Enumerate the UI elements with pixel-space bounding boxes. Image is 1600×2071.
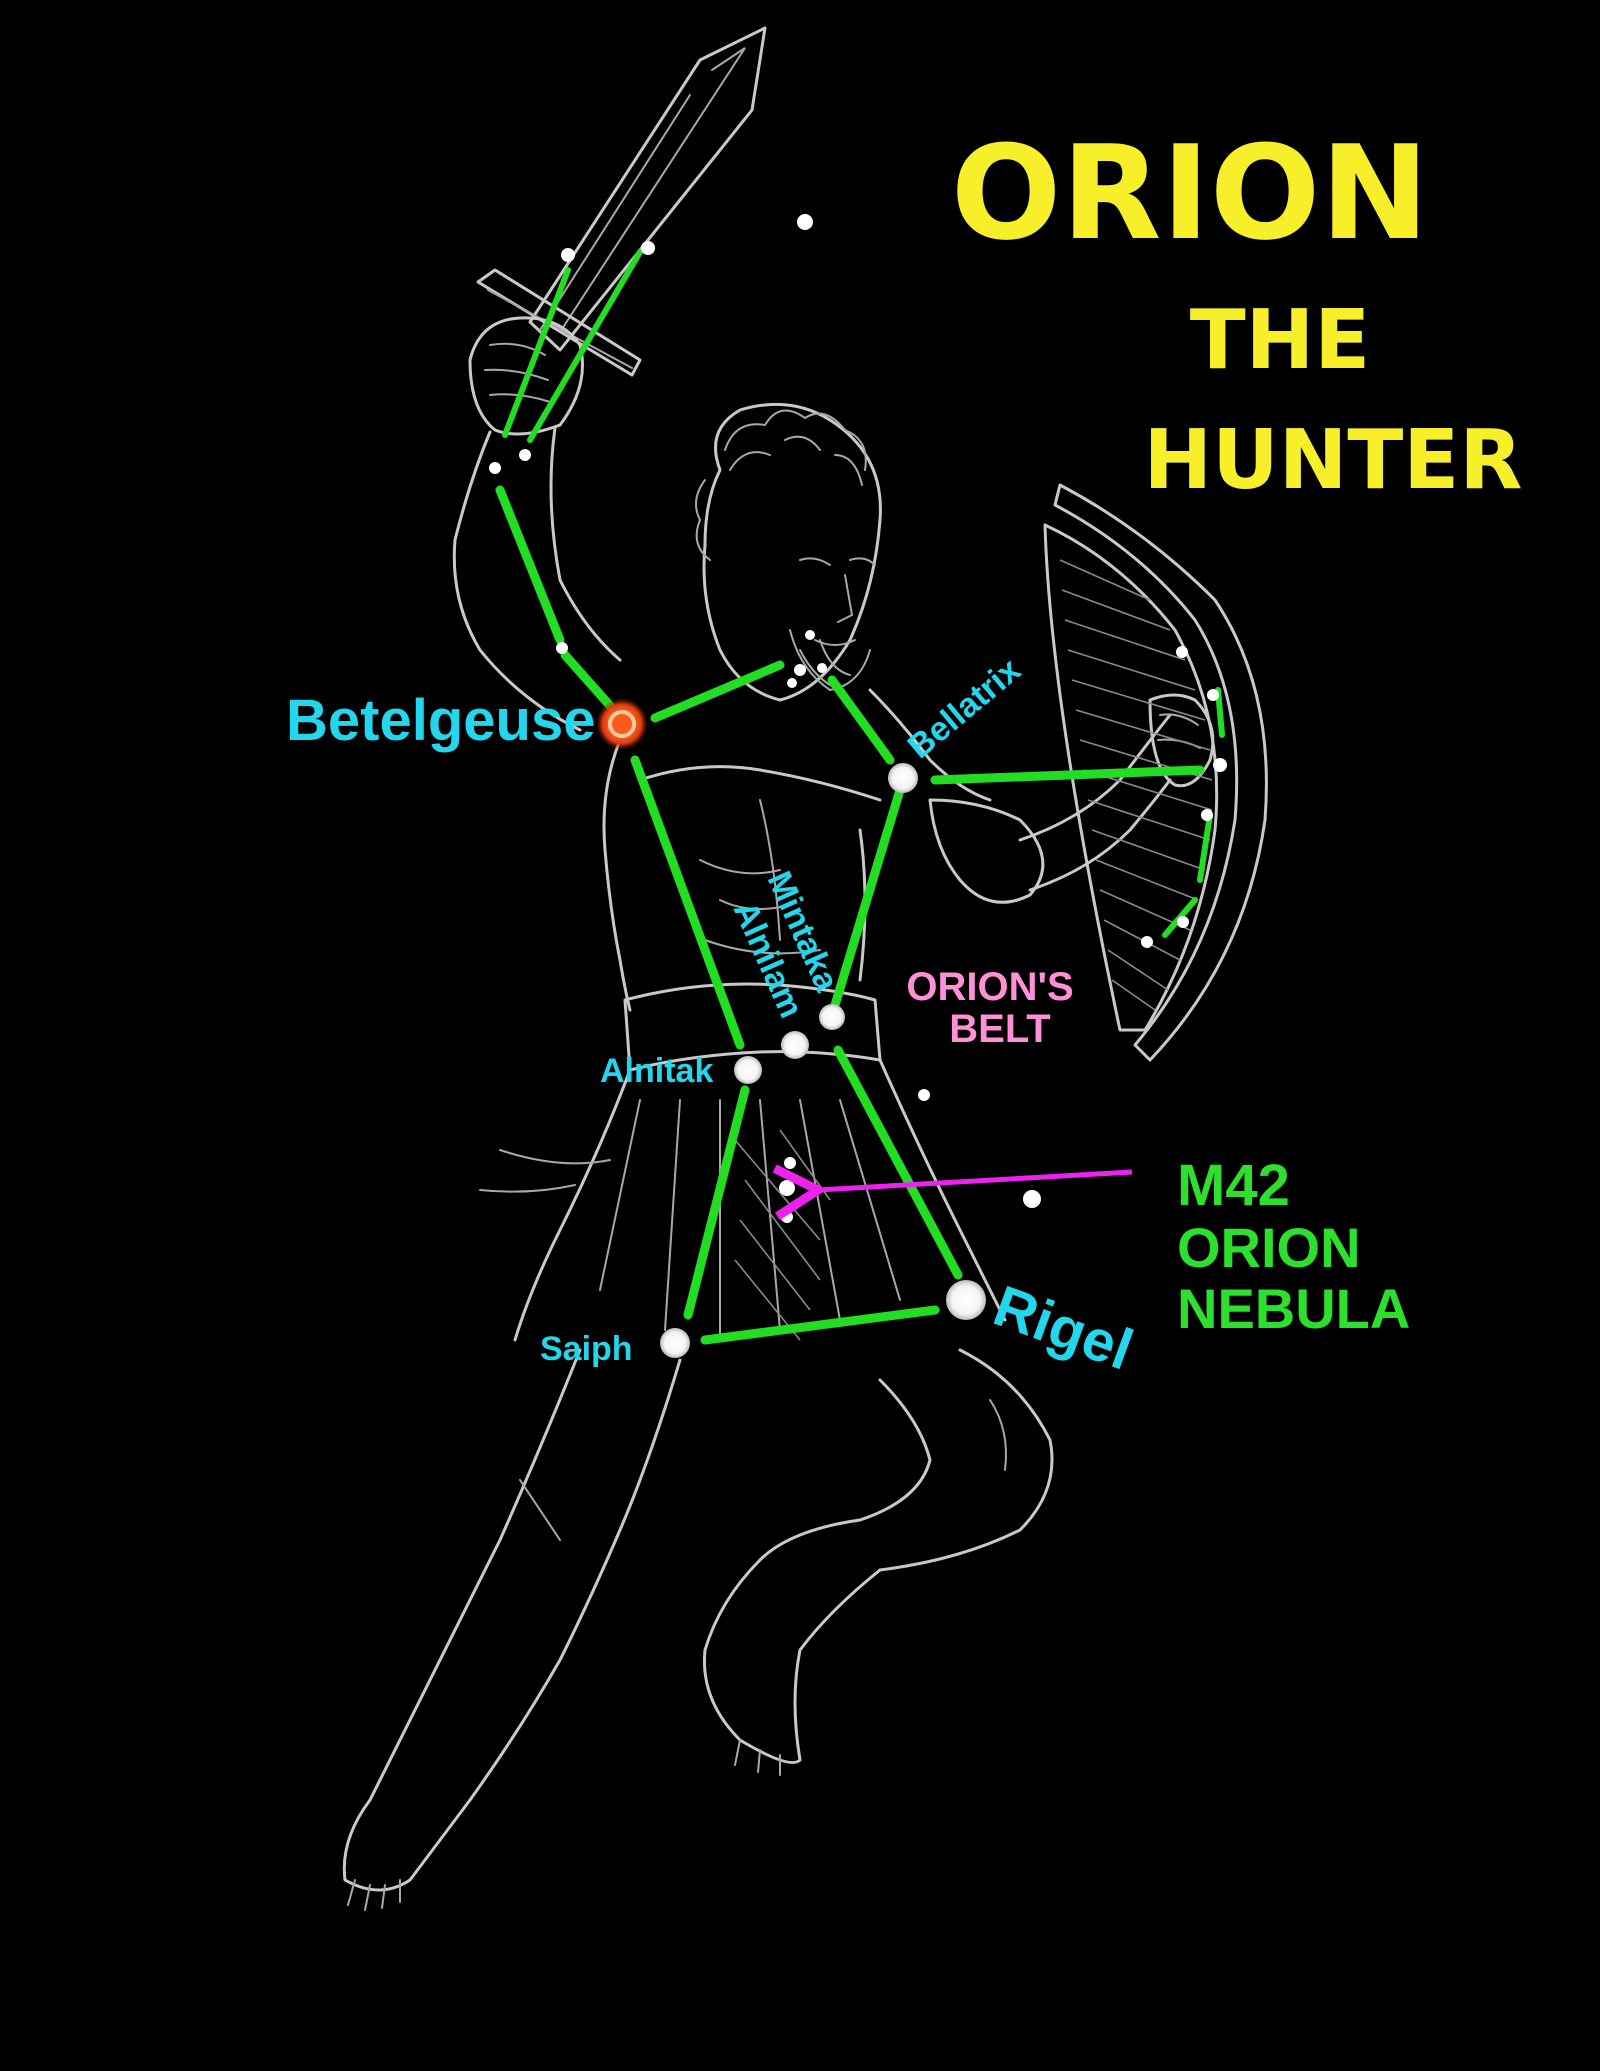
head-sketch xyxy=(695,402,882,702)
title-block: ORION THE HUNTER xyxy=(951,117,1523,508)
shield-hatching xyxy=(1059,559,1213,1011)
star-alnilam xyxy=(781,1031,809,1059)
label-alnitak: Alnitak xyxy=(600,1052,713,1090)
head-star-2 xyxy=(794,664,806,676)
star-saiph xyxy=(660,1328,690,1358)
shield-star-1 xyxy=(1176,646,1188,658)
nebula-label: M42 ORION NEBULA xyxy=(1177,1153,1410,1340)
fist-star-2 xyxy=(519,449,531,461)
label-betelgeuse: Betelgeuse xyxy=(286,688,595,753)
nebula-pointer-arrow xyxy=(772,1164,1133,1221)
label-saiph: Saiph xyxy=(540,1330,633,1368)
nebula-star-3 xyxy=(781,1211,793,1223)
title-orion: ORION xyxy=(951,117,1429,269)
star-mintaka xyxy=(819,1004,845,1030)
star-alnitak xyxy=(734,1056,762,1084)
shield-star-6 xyxy=(1141,936,1153,948)
belt-label-line2: BELT xyxy=(949,1007,1050,1051)
nebula-label-nebula: NEBULA xyxy=(1177,1277,1410,1340)
raised-arm-sketch xyxy=(452,316,622,732)
belt-label: ORION'S BELT xyxy=(906,965,1073,1051)
lone-star-top xyxy=(797,214,813,230)
sword-sketch xyxy=(476,26,767,377)
shield-star-5 xyxy=(1177,916,1189,928)
belt-label-line1: ORION'S xyxy=(906,965,1073,1009)
elbow-star xyxy=(556,642,568,654)
nebula-star-1 xyxy=(784,1157,796,1169)
star-below-belt xyxy=(918,1089,930,1101)
nebula-star-2 xyxy=(779,1180,795,1196)
nebula-label-m42: M42 xyxy=(1177,1153,1290,1218)
shield-star-4 xyxy=(1201,809,1213,821)
constellation-lines xyxy=(495,249,1225,1345)
head-star-3 xyxy=(817,663,827,673)
shield-sketch xyxy=(1043,483,1268,1062)
shield-star-3 xyxy=(1213,758,1227,772)
fist-star-1 xyxy=(489,462,501,474)
sword-star-1 xyxy=(561,248,575,262)
legs-sketch xyxy=(342,1348,1054,1911)
star-rigel xyxy=(946,1280,986,1320)
nebula-label-orion: ORION xyxy=(1177,1216,1361,1279)
star-bellatrix xyxy=(888,763,918,793)
head-star-1 xyxy=(805,630,815,640)
shield-star-2 xyxy=(1207,689,1219,701)
title-the: THE xyxy=(1190,293,1371,388)
torso-sketch xyxy=(602,688,992,1012)
hunter-sketch xyxy=(342,26,1268,1911)
star-betelgeuse xyxy=(608,710,636,738)
star-near-nebula-label xyxy=(1023,1190,1041,1208)
title-hunter: HUNTER xyxy=(1144,413,1523,508)
head-star-4 xyxy=(787,678,797,688)
sword-star-2 xyxy=(641,241,655,255)
